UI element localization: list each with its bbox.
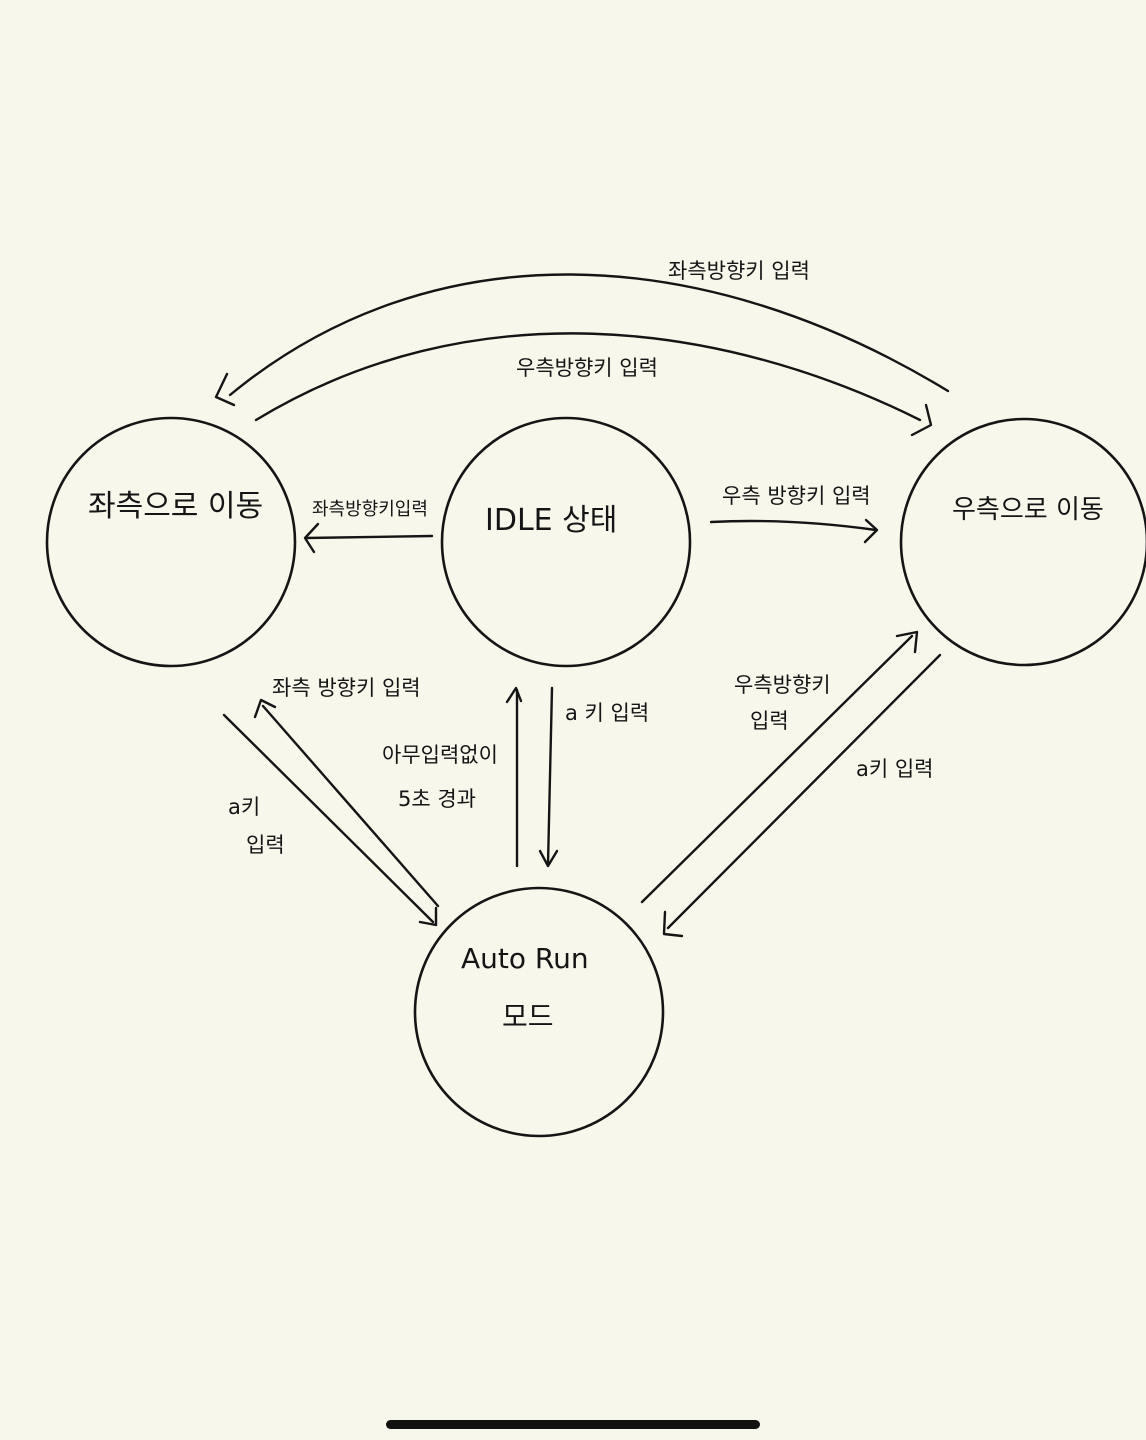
edge-label-top-inner: 우측방향키 입력 — [516, 356, 658, 380]
edge-auto-to-left — [261, 704, 440, 908]
arrowhead-auto-to-right — [895, 630, 919, 654]
arrowhead-auto-to-idle — [505, 686, 523, 704]
state-move-left — [45, 416, 297, 668]
edge-idle-to-right — [709, 519, 878, 532]
arrowhead-auto-to-left — [253, 698, 277, 719]
arrowhead-idle-to-right — [863, 518, 879, 544]
edge-label-idle-to-left: 좌측방향키입력 — [312, 499, 428, 520]
edge-label-auto-to-right-1: 우측방향키 — [734, 673, 831, 697]
state-idle-label: IDLE 상태 — [485, 503, 617, 538]
arrowhead-idle-to-auto — [538, 849, 559, 868]
edge-idle-to-auto — [546, 686, 554, 866]
edge-idle-to-left — [304, 534, 434, 540]
arrowhead-right-to-auto — [662, 910, 684, 938]
edge-label-top-outer: 좌측방향키 입력 — [668, 259, 810, 283]
state-auto-run-label-1: Auto Run — [461, 942, 589, 975]
edge-label-auto-to-idle-2: 5초 경과 — [398, 787, 476, 811]
edge-label-left-to-auto-2: 입력 — [246, 833, 285, 857]
edge-left-to-auto — [222, 713, 435, 924]
edge-label-left-to-auto-1: a키 — [228, 795, 260, 819]
state-move-right-label: 우측으로 이동 — [952, 495, 1104, 525]
arrowhead-left-to-right-arc — [910, 403, 933, 437]
edge-label-auto-to-left: 좌측 방향키 입력 — [272, 676, 421, 700]
arrowhead-right-to-left-arc — [214, 372, 236, 407]
edge-label-right-to-auto: a키 입력 — [856, 757, 934, 781]
edge-label-auto-to-idle-1: 아무입력없이 — [382, 743, 498, 767]
state-auto-run-label-2: 모드 — [502, 1000, 554, 1033]
state-auto-run — [413, 886, 665, 1138]
state-move-left-label: 좌측으로 이동 — [88, 489, 263, 524]
edge-label-idle-to-auto: a 키 입력 — [565, 701, 649, 725]
edge-left-to-right-arc — [254, 332, 922, 422]
edge-right-to-auto — [666, 653, 942, 930]
arrowhead-idle-to-left — [303, 522, 320, 554]
edge-label-auto-to-right-2: 입력 — [750, 709, 789, 733]
home-indicator-bar — [386, 1420, 760, 1429]
edge-right-to-left-arc — [228, 273, 950, 397]
arrowhead-left-to-auto — [418, 906, 438, 927]
edge-auto-to-right — [640, 634, 914, 904]
state-move-right — [899, 417, 1146, 667]
edge-label-idle-to-right: 우측 방향키 입력 — [722, 484, 871, 508]
state-idle — [440, 416, 692, 668]
